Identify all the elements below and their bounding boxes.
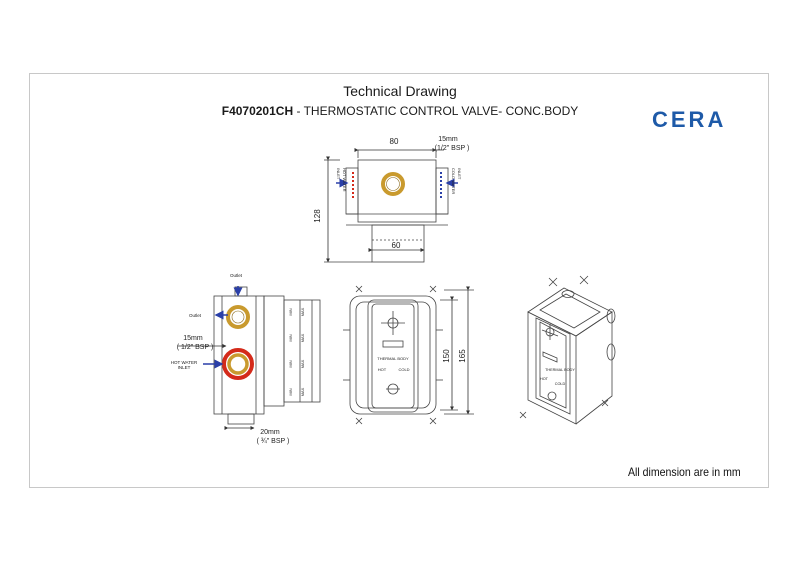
top-dim-height: 128 — [313, 209, 322, 223]
iso-label-cold: COLD — [555, 382, 566, 386]
top-label-hot-2: INLET — [336, 168, 341, 180]
top-view — [324, 148, 458, 263]
iso-view — [519, 275, 616, 425]
cera-logo: CERA — [652, 107, 727, 132]
top-brass-port — [381, 172, 405, 196]
top-label-cold-1: COLD WATER — [451, 168, 456, 194]
side-mark-min-4: MIN — [288, 388, 293, 395]
top-dim-port-thread: (1/2" BSP ) — [435, 145, 470, 152]
side-dim-bottom-thread: ( ¾" BSP ) — [257, 438, 290, 445]
side-mark-max-1: MAX — [300, 307, 305, 316]
units-note: All dimension are in mm — [628, 465, 741, 479]
iso-label-body: THERMAL BODY — [545, 368, 575, 372]
side-brass-outlet — [226, 305, 250, 329]
front-label-body: THERMAL BODY — [377, 356, 409, 361]
side-dim-port-thread: ( 1/2" BSP ) — [177, 344, 214, 351]
front-label-hot: HOT — [378, 367, 387, 372]
iso-side-face — [575, 311, 613, 425]
side-label-hot-2: INLET — [178, 365, 191, 370]
front-cover-plate — [367, 299, 419, 413]
product-description: - THERMOSTATIC CONTROL VALVE- CONC.BODY — [293, 104, 579, 118]
top-dim-port-size: 15mm — [438, 136, 458, 143]
side-label-outlet-top: Outlet — [230, 273, 243, 278]
drawing-frame — [29, 73, 769, 488]
side-mark-min-1: MIN — [288, 308, 293, 315]
top-label-cold-2: INLET — [457, 168, 462, 180]
side-label-outlet-left: Outlet — [189, 313, 202, 318]
side-dim-port-size: 15mm — [183, 335, 203, 342]
side-mark-max-4: MAX — [300, 387, 305, 396]
top-label-hot-1: HOT WATER — [342, 168, 347, 192]
side-mark-min-2: MIN — [288, 334, 293, 341]
product-subtitle: F4070201CH - THERMOSTATIC CONTROL VALVE-… — [0, 104, 800, 118]
side-mark-max-2: MAX — [300, 333, 305, 342]
front-outer-frame — [349, 295, 437, 415]
top-dim-base: 60 — [392, 241, 401, 250]
side-mark-min-3: MIN — [288, 360, 293, 367]
front-dim-inner-height: 150 — [442, 349, 451, 363]
side-mark-max-3: MAX — [300, 359, 305, 368]
front-dim-outer-height: 165 — [458, 349, 467, 363]
iso-top-face — [527, 287, 613, 337]
front-view — [343, 285, 474, 425]
front-label-cold: COLD — [398, 367, 409, 372]
top-view-stem — [371, 224, 425, 263]
side-label-hot-1: HOT WATER — [171, 360, 198, 365]
product-code: F4070201CH — [221, 104, 294, 118]
iso-label-hot: HOT — [540, 377, 549, 381]
side-hot-ring — [222, 348, 254, 380]
drawing-title: Technical Drawing — [343, 83, 457, 99]
side-view — [178, 286, 321, 430]
top-dim-width: 80 — [390, 137, 399, 146]
side-dim-bottom-size: 20mm — [260, 429, 280, 436]
